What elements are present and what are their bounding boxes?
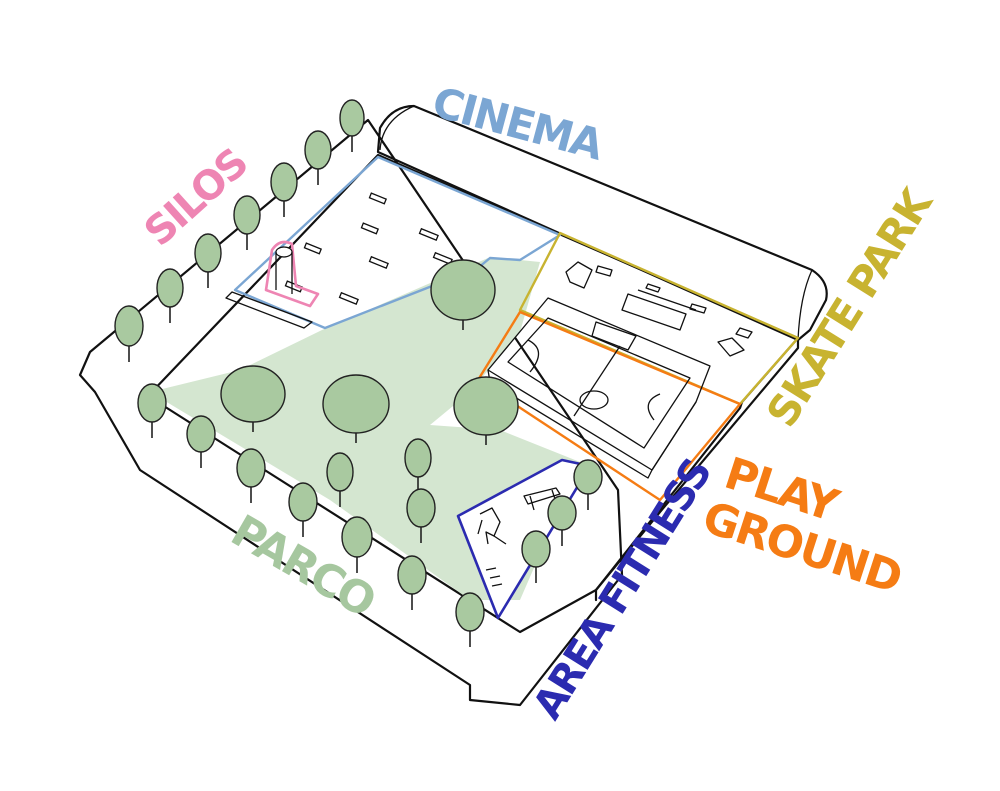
tree-crown xyxy=(233,195,261,235)
skate-park-label: SKATE PARK xyxy=(757,179,943,435)
tree xyxy=(114,305,144,362)
tree xyxy=(186,415,216,468)
tree xyxy=(547,495,577,546)
tree-crown xyxy=(326,452,354,492)
tree xyxy=(270,162,298,217)
tree xyxy=(455,592,485,647)
tree-crown xyxy=(397,555,427,595)
silos-zone xyxy=(225,240,320,329)
tree-crown xyxy=(430,259,496,321)
tree xyxy=(194,233,222,288)
tree xyxy=(156,268,184,323)
cinema-zone xyxy=(233,155,562,330)
trees xyxy=(114,99,603,647)
tree-crown xyxy=(341,516,373,558)
tree xyxy=(326,452,354,507)
tree-crown xyxy=(220,365,286,423)
playground-zone xyxy=(476,297,742,502)
tree-crown xyxy=(288,482,318,522)
tree-crown xyxy=(406,488,436,528)
tree xyxy=(521,530,551,583)
skate-park-zone xyxy=(518,231,800,406)
tree xyxy=(322,374,390,443)
tree xyxy=(304,130,332,185)
tree xyxy=(339,99,365,152)
tree-crown xyxy=(114,305,144,347)
tree xyxy=(430,259,496,330)
tree xyxy=(397,555,427,610)
tree xyxy=(233,195,261,250)
tree-crown xyxy=(339,99,365,137)
tree xyxy=(341,516,373,573)
tree-crown xyxy=(137,383,167,423)
football-pitch xyxy=(487,297,711,479)
tree-crown xyxy=(573,459,603,495)
cinema-label: CINEMA xyxy=(427,77,609,170)
tree-crown xyxy=(156,268,184,308)
tree xyxy=(220,365,286,432)
silos-label: SILOS xyxy=(136,141,256,256)
tree xyxy=(404,438,432,493)
tree-crown xyxy=(521,530,551,568)
tree-crown xyxy=(455,592,485,632)
tree-crown xyxy=(186,415,216,453)
tree-crown xyxy=(194,233,222,273)
tree xyxy=(406,488,436,543)
tree xyxy=(288,482,318,537)
tree-crown xyxy=(404,438,432,478)
tree xyxy=(453,376,519,445)
tree-crown xyxy=(322,374,390,434)
tree-crown xyxy=(270,162,298,202)
cinema-seats xyxy=(284,192,453,305)
tree-crown xyxy=(304,130,332,170)
tree xyxy=(573,459,603,510)
tree-crown xyxy=(453,376,519,436)
tree-crown xyxy=(236,448,266,488)
tree-crown xyxy=(547,495,577,531)
tree xyxy=(137,383,167,438)
tree xyxy=(236,448,266,503)
